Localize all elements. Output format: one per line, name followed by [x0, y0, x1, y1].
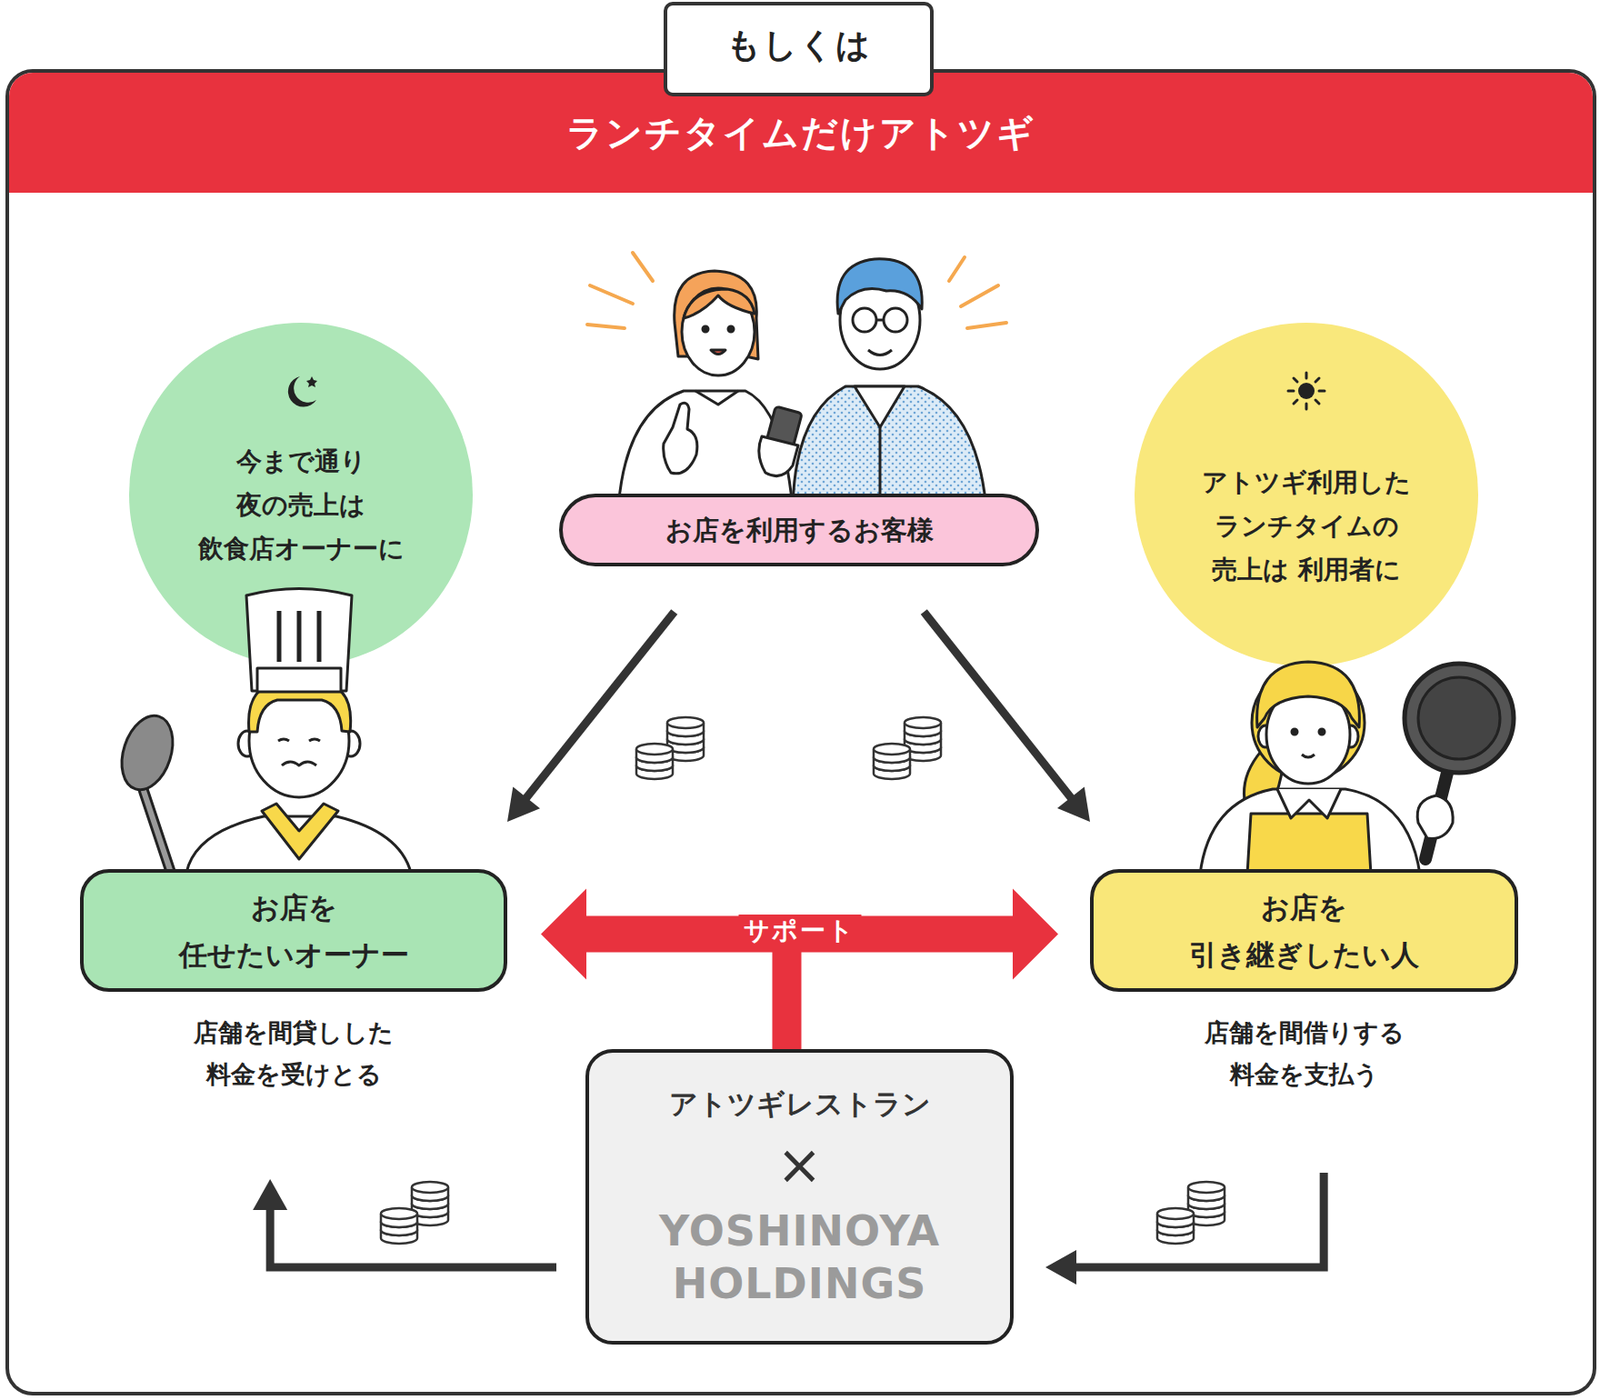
arrow-head	[252, 1179, 288, 1210]
owner-illustration	[100, 572, 437, 873]
node-label: もしくは	[726, 25, 872, 66]
night-sales-circle: 今まで通り 夜の売上は 飲食店オーナーに	[129, 322, 473, 667]
node-sublabel: ×	[776, 1137, 822, 1192]
flow-line	[524, 611, 674, 800]
arrow-head	[1057, 787, 1090, 822]
node-sublabel: 店舗を間借りする 料金を支払う	[1204, 1011, 1405, 1096]
successor-box: お店を 引き継ぎしたい人店舗を間借りする 料金を支払う	[1090, 869, 1519, 992]
flow-arrow	[252, 1179, 557, 1268]
arrow-head	[507, 787, 540, 822]
moon-icon	[280, 370, 322, 413]
flow-arrow	[1045, 1172, 1324, 1285]
coin-stack	[1157, 1181, 1225, 1244]
coin-stack	[380, 1181, 449, 1244]
burst-lines	[587, 252, 1007, 329]
customer-pill: お店を利用するお客様	[559, 493, 1040, 567]
support-arrow	[540, 889, 1059, 980]
lunch-sales-circle: アトツギ利用した ランチタイムの 売上は 利用者に	[1134, 322, 1479, 667]
node-label: お店を 引き継ぎしたい人	[1189, 883, 1420, 979]
customers-illustration	[581, 245, 1019, 505]
flow-line	[923, 611, 1072, 800]
node-label: アトツギレストラン	[669, 1084, 931, 1123]
support-stem	[772, 950, 802, 1052]
flow-arrow	[507, 611, 675, 822]
alternative-tab: もしくは	[663, 1, 934, 97]
flow-line	[270, 1207, 557, 1268]
successor-illustration	[1181, 618, 1546, 878]
owner-box: お店を 任せたいオーナー店舗を間貸しした 料金を受けとる	[80, 869, 508, 992]
node-label: 今まで通り 夜の売上は 飲食店オーナーに	[198, 440, 405, 571]
node-label: お店を利用するお客様	[665, 511, 934, 549]
coin-stack	[636, 717, 704, 780]
scheme-panel: お店を利用するお客様 今まで通り 夜の売上は 飲食店オーナーに アトツギ利用した ラ…	[5, 69, 1597, 1396]
node-sublabel: YOSHINOYA HOLDINGS	[659, 1204, 940, 1310]
coin-stack	[873, 717, 941, 780]
node-label: アトツギ利用した ランチタイムの 売上は 利用者に	[1201, 460, 1411, 592]
man-customer	[759, 259, 987, 505]
node-label: お店を 任せたいオーナー	[179, 883, 410, 979]
support-shape	[540, 889, 1059, 980]
company-box: アトツギレストラン × YOSHINOYA HOLDINGS	[585, 1049, 1014, 1345]
flow-arrow	[923, 611, 1090, 822]
arrow-head	[1045, 1250, 1077, 1285]
sun-icon	[1284, 369, 1329, 413]
edge-label: サポート	[738, 914, 861, 948]
node-sublabel: 店舗を間貸しした 料金を受けとる	[193, 1011, 394, 1096]
flow-line	[1073, 1172, 1324, 1268]
